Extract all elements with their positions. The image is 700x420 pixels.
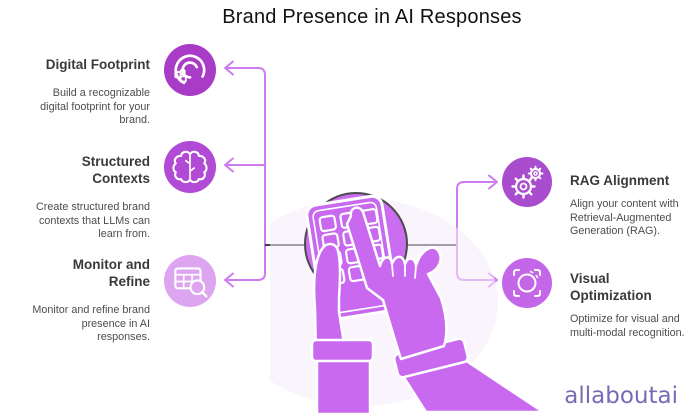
brain-icon (164, 141, 216, 193)
item-label: Monitor and Refine (72, 257, 150, 289)
allaboutai-logo: allaboutai (564, 383, 678, 409)
item-description: Build a recognizable digital footprint f… (40, 87, 150, 126)
item-digital-footprint: Digital Footprint Build a recognizable d… (0, 56, 150, 128)
phone-hands-illustration (270, 192, 545, 416)
item-monitor-and-refine: Monitor and Refine Monitor and refine br… (0, 256, 150, 345)
gears-icon (502, 157, 552, 207)
item-visual-optimization: Visual Optimization Optimize for visual … (570, 270, 695, 340)
page-title: Brand Presence in AI Responses (222, 6, 522, 28)
digital-footprint-icon (164, 44, 216, 96)
focus-scan-icon (502, 258, 552, 308)
left-arm (315, 354, 372, 416)
item-label: Visual Optimization (570, 271, 652, 303)
item-rag-alignment: RAG Alignment Align your content with Re… (570, 172, 695, 239)
table-search-icon (164, 255, 216, 307)
left-arrowhead-1 (224, 60, 234, 76)
item-description: Optimize for visual and multi-modal reco… (570, 313, 685, 339)
left-cuff (310, 338, 375, 363)
finger-separation-lines (391, 263, 417, 279)
left-bracket-line (226, 67, 266, 281)
item-description: Align your content with Retrieval-Augmen… (570, 198, 679, 237)
item-label: Structured Contexts (81, 154, 150, 186)
left-arrowhead-2 (224, 157, 234, 173)
item-description: Monitor and refine brand presence in AI … (32, 304, 150, 343)
item-label: RAG Alignment (570, 173, 670, 188)
left-hand (312, 242, 348, 358)
item-label: Digital Footprint (45, 57, 150, 72)
right-arrowhead-1 (488, 174, 498, 190)
left-arrowhead-3 (224, 272, 234, 288)
item-description: Create structured brand contexts that LL… (35, 201, 150, 240)
right-hand (345, 206, 448, 361)
item-structured-contexts: Structured Contexts Create structured br… (0, 153, 150, 242)
